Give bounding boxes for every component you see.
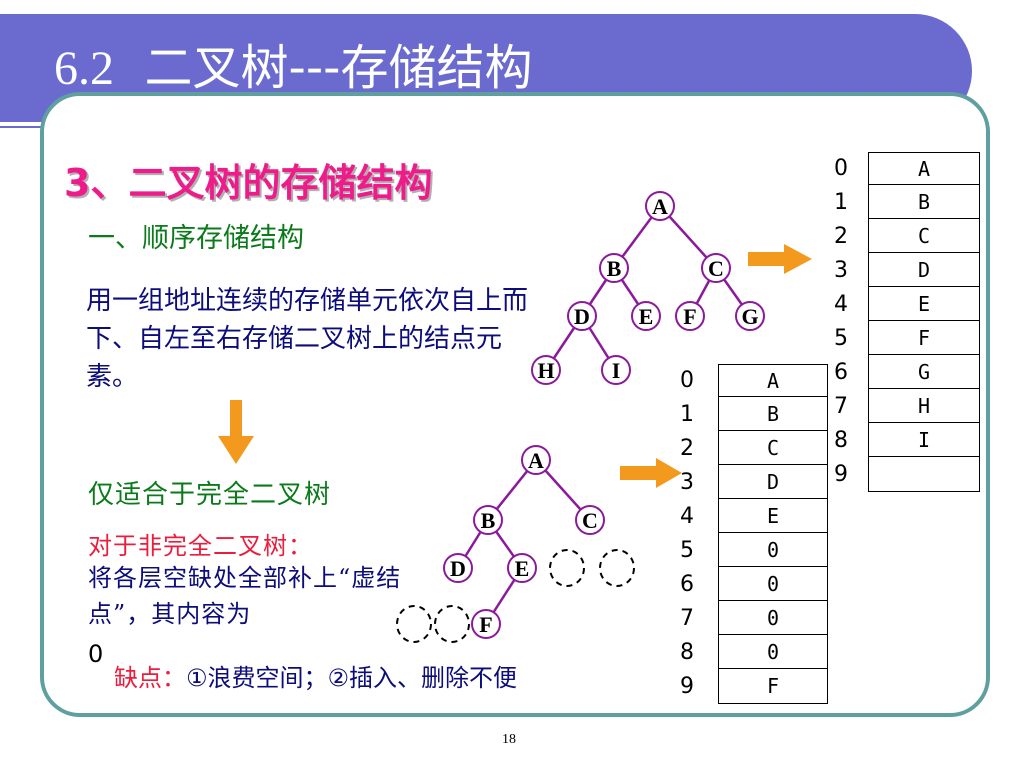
array-cell: B [869,185,979,219]
tree-node: A [521,445,551,475]
tree-node: B [599,253,629,283]
array-cell: E [719,499,827,533]
svg-text:D: D [450,556,466,581]
tree-node: A [645,191,675,221]
section-heading: 3、二叉树的存储结构 [64,161,433,205]
array-cell: C [719,431,827,465]
array-cell: E [869,287,979,321]
svg-text:C: C [582,508,598,533]
tree-node: D [567,301,597,331]
tree-node: F [675,301,705,331]
array-cell: 0 [719,635,827,669]
array-cell: 0 [719,601,827,635]
array-cell: D [719,465,827,499]
complete-array-indices: 0 1 2 3 4 5 6 7 8 9 [834,152,858,492]
tree-node: F [471,609,501,639]
complete-tree-edges [544,205,752,371]
slide-title: 6.2 二叉树---存储结构 [54,44,532,93]
complete-array-table: A B C D E F G H I [868,152,980,492]
array-cell: F [869,321,979,355]
array-index: 3 [834,258,848,283]
array-index: 0 [834,156,848,181]
incomplete-array-indices: 0 1 2 3 4 5 6 7 8 9 [680,364,704,704]
array-index: 2 [680,436,694,461]
array-index: 2 [834,224,848,249]
svg-text:B: B [607,256,622,281]
array-index: 5 [834,326,848,351]
tree-node: E [631,301,661,331]
incomplete-tree-nodes: A B C D E F [443,445,605,639]
array-index: 5 [680,538,694,563]
tree-node: G [735,301,765,331]
array-cell: A [719,365,827,397]
array-cell [869,457,979,491]
svg-text:F: F [683,304,696,329]
title-text: 二叉树---存储结构 [144,40,533,96]
svg-text:I: I [612,358,621,383]
svg-text:A: A [528,448,544,473]
svg-text:A: A [652,194,668,219]
virtual-nodes [396,549,635,643]
tree-node: H [531,355,561,385]
array-index: 4 [680,504,694,529]
down-arrow-icon [218,400,254,464]
array-index: 6 [834,360,848,385]
svg-text:D: D [574,304,590,329]
array-index: 8 [680,640,694,665]
tree-node: E [507,553,537,583]
array-index: 1 [834,190,848,215]
svg-text:B: B [481,508,496,533]
zero-value: 0 [88,640,104,668]
array-cell: H [869,389,979,423]
slide-frame [40,92,990,717]
sub-heading: 一、顺序存储结构 [88,223,304,254]
array-cell: B [719,397,827,431]
page-number: 18 [502,732,516,747]
svg-text:G: G [741,304,758,329]
array-cell: I [869,423,979,457]
array-index: 1 [680,402,694,427]
drawback-label: 缺点： [114,664,186,692]
array-cell: C [869,219,979,253]
array-cell: D [869,253,979,287]
array-index: 7 [834,394,848,419]
array-cell: 0 [719,567,827,601]
array-index: 7 [680,606,694,631]
noncomplete-text: 将各层空缺处全部补上“虚结点”，其内容为 [88,564,402,628]
array-index: 6 [680,572,694,597]
tree-node: C [701,253,731,283]
right-arrow-icon [748,244,812,274]
svg-text:H: H [537,358,554,383]
svg-text:F: F [479,612,492,637]
array-cell: A [869,153,979,185]
incomplete-tree-edges [456,459,591,625]
tree-node: D [443,553,473,583]
array-index: 0 [680,368,694,393]
array-index: 9 [680,674,694,699]
array-index: 9 [834,462,848,487]
array-cell: 0 [719,533,827,567]
only-complete-note: 仅适合于完全二叉树 [88,480,332,510]
title-number: 6.2 [54,42,114,95]
svg-text:E: E [639,304,654,329]
array-cell: F [766,674,780,698]
array-index: 8 [834,428,848,453]
description-text: 用一组地址连续的存储单元依次自上而下、自左至右存储二叉树上的结点元素。 [86,286,529,392]
drawback-note: 缺点：①浪费空间；②插入、删除不便 [114,658,517,693]
drawback-text: ①浪费空间；②插入、删除不便 [186,664,518,692]
array-cell: G [869,355,979,389]
complete-tree-nodes: A B C D E F G H I [531,191,765,385]
svg-text:E: E [515,556,530,581]
right-arrow-icon [620,458,682,488]
tree-node: C [575,505,605,535]
array-index: 4 [834,292,848,317]
array-index: 3 [680,470,694,495]
tree-node: I [601,355,631,385]
svg-text:C: C [708,256,724,281]
incomplete-array-table: A B C D E 0 0 0 0 F [718,364,828,704]
tree-node: B [473,505,503,535]
noncomplete-label: 对于非完全二叉树： [88,532,313,560]
